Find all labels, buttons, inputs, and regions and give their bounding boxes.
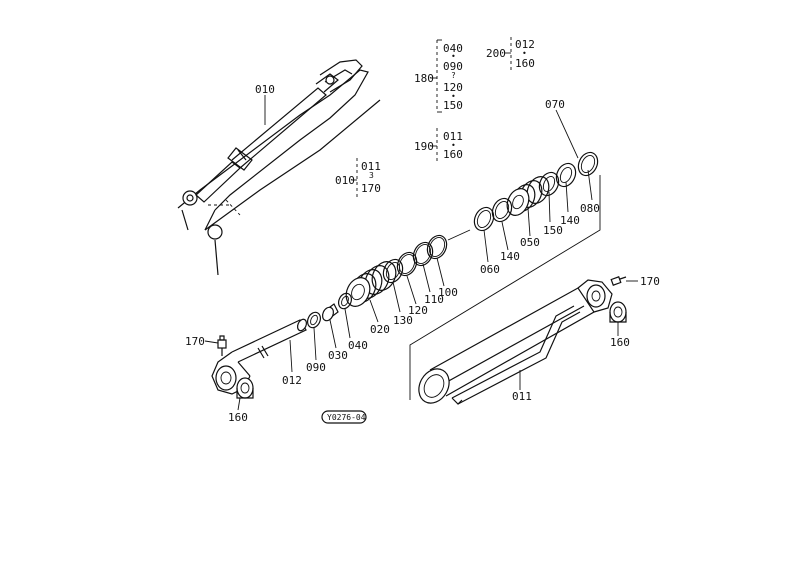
svg-text:•: • [451, 141, 456, 150]
label-180-150: 150 [443, 99, 463, 112]
label-080: 080 [580, 202, 600, 215]
label-200-012: 012 [515, 38, 535, 51]
svg-text:•: • [522, 49, 527, 58]
label-010-arm: 010 [255, 83, 275, 96]
label-160-rod: 160 [228, 411, 248, 424]
svg-text:?: ? [451, 71, 456, 80]
label-180: 180 [414, 72, 434, 85]
label-200: 200 [486, 47, 506, 60]
label-140-upper: 140 [560, 214, 580, 227]
part-160-bushing-tube [609, 301, 627, 323]
label-110: 110 [424, 293, 444, 306]
label-130: 130 [393, 314, 413, 327]
diagram-code-badge: Y0276-04 [321, 410, 367, 424]
part-080-ring [577, 151, 599, 177]
label-140-lower: 140 [500, 250, 520, 263]
label-180-040: 040 [443, 42, 463, 55]
label-150: 150 [543, 224, 563, 237]
part-110-ring [412, 241, 434, 267]
label-190-011: 011 [443, 130, 463, 143]
part-050-piston [506, 176, 550, 216]
part-100-ring [426, 234, 448, 260]
label-120: 120 [408, 304, 428, 317]
label-011: 011 [512, 390, 532, 403]
part-090-ring [306, 311, 322, 329]
reference-group-180: 180 040 • 090 ? 120 • 150 [414, 39, 463, 113]
label-040: 040 [348, 339, 368, 352]
svg-text:•: • [451, 52, 456, 61]
label-012: 012 [282, 374, 302, 387]
label-070: 070 [545, 98, 565, 111]
part-011-cylinder-tube [418, 276, 627, 405]
label-010-group: 010 [335, 174, 355, 187]
label-030: 030 [328, 349, 348, 362]
svg-text:•: • [451, 92, 456, 101]
part-140-ring-upper [555, 162, 577, 188]
part-140-ring-lower [491, 197, 513, 223]
label-010-group-170: 170 [361, 182, 381, 195]
part-160-bushing-rod [236, 377, 254, 399]
label-090: 090 [306, 361, 326, 374]
svg-text:3: 3 [369, 171, 374, 180]
reference-group-010: 010 011 3 170 [335, 158, 381, 200]
part-150-ring [538, 171, 560, 197]
reference-group-200: 200 012 • 160 [486, 37, 535, 72]
label-020: 020 [370, 323, 390, 336]
label-100: 100 [438, 286, 458, 299]
label-170-tube: 170 [640, 275, 660, 288]
label-190-160: 160 [443, 148, 463, 161]
part-040-ring [337, 292, 353, 310]
label-190: 190 [414, 140, 434, 153]
diagram-code-text: Y0276-04 [327, 413, 366, 422]
part-020-cylinder-head [345, 261, 397, 307]
label-060: 060 [480, 263, 500, 276]
label-200-160: 160 [515, 57, 535, 70]
part-030-bushing [321, 303, 339, 322]
excavator-arm-illustration [177, 59, 381, 276]
reference-group-190: 190 011 • 160 [414, 128, 463, 162]
label-170-rod: 170 [185, 335, 205, 348]
label-050: 050 [520, 236, 540, 249]
label-180-120: 120 [443, 81, 463, 94]
label-160-tube: 160 [610, 336, 630, 349]
label-180-090: 090 [443, 60, 463, 73]
part-060-ring [473, 206, 495, 232]
label-010-group-011: 011 [361, 160, 381, 173]
